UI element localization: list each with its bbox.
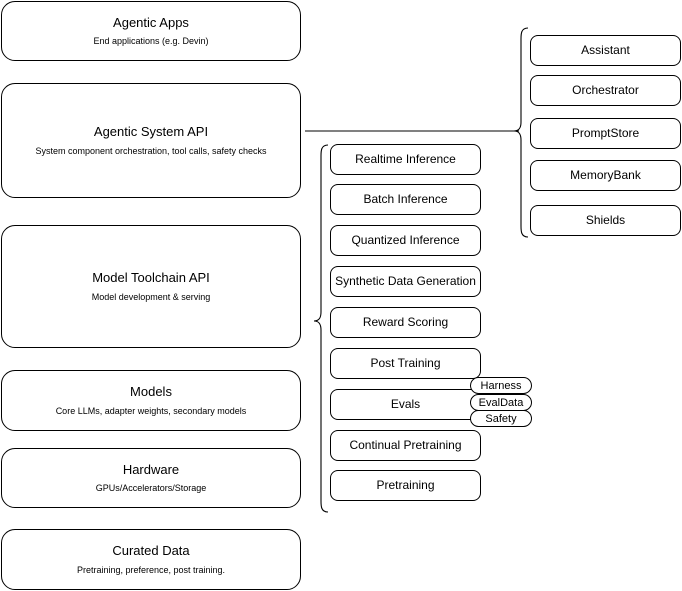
capability-quantized-inference[interactable]: Quantized Inference bbox=[330, 225, 481, 256]
eval-tag-label: Harness bbox=[480, 379, 522, 392]
capability-label: Pretraining bbox=[376, 478, 435, 492]
layer-agentic-system-api[interactable]: Agentic System API System component orch… bbox=[1, 83, 301, 198]
component-assistant[interactable]: Assistant bbox=[530, 35, 681, 66]
layer-title: Agentic Apps bbox=[113, 14, 189, 30]
component-label: Assistant bbox=[581, 43, 630, 57]
capability-label: Synthetic Data Generation bbox=[335, 274, 476, 288]
eval-tag-safety[interactable]: Safety bbox=[470, 410, 532, 427]
capability-label: Post Training bbox=[370, 356, 441, 370]
layer-hardware[interactable]: Hardware GPUs/Accelerators/Storage bbox=[1, 448, 301, 508]
layer-subtitle: System component orchestration, tool cal… bbox=[35, 145, 267, 156]
capability-reward-scoring[interactable]: Reward Scoring bbox=[330, 307, 481, 338]
capability-evals[interactable]: Evals bbox=[330, 389, 481, 420]
component-shields[interactable]: Shields bbox=[530, 205, 681, 236]
capability-label: Evals bbox=[390, 397, 421, 411]
layer-title: Agentic System API bbox=[93, 124, 209, 140]
layer-title: Model Toolchain API bbox=[92, 270, 210, 286]
layer-subtitle: Model development & serving bbox=[91, 291, 211, 302]
capability-post-training[interactable]: Post Training bbox=[330, 348, 481, 379]
eval-tag-label: EvalData bbox=[478, 396, 524, 409]
capability-continual-pretraining[interactable]: Continual Pretraining bbox=[330, 430, 481, 461]
layer-curated-data[interactable]: Curated Data Pretraining, preference, po… bbox=[1, 529, 301, 590]
component-orchestrator[interactable]: Orchestrator bbox=[530, 75, 681, 106]
capability-label: Continual Pretraining bbox=[349, 438, 462, 452]
toolchain-capabilities-brace bbox=[313, 144, 329, 513]
component-label: Shields bbox=[585, 213, 626, 227]
layer-title: Curated Data bbox=[112, 543, 190, 559]
eval-tag-label: Safety bbox=[485, 412, 517, 425]
capability-label: Reward Scoring bbox=[362, 315, 449, 329]
component-memorybank[interactable]: MemoryBank bbox=[530, 160, 681, 191]
eval-tag-evaldata[interactable]: EvalData bbox=[470, 394, 532, 411]
layer-subtitle: Pretraining, preference, post training. bbox=[76, 564, 226, 575]
layer-subtitle: GPUs/Accelerators/Storage bbox=[95, 483, 207, 493]
capability-realtime-inference[interactable]: Realtime Inference bbox=[330, 144, 481, 175]
layer-subtitle: Core LLMs, adapter weights, secondary mo… bbox=[55, 405, 247, 416]
capability-label: Quantized Inference bbox=[351, 233, 460, 247]
layer-title: Hardware bbox=[122, 461, 180, 477]
eval-tag-harness[interactable]: Harness bbox=[470, 377, 532, 394]
layer-models[interactable]: Models Core LLMs, adapter weights, secon… bbox=[1, 370, 301, 431]
component-promptstore[interactable]: PromptStore bbox=[530, 118, 681, 149]
capability-synthetic-data-generation[interactable]: Synthetic Data Generation bbox=[330, 266, 481, 297]
component-label: PromptStore bbox=[571, 126, 640, 140]
layer-title: Models bbox=[130, 384, 172, 400]
capability-pretraining[interactable]: Pretraining bbox=[330, 470, 481, 501]
component-label: MemoryBank bbox=[570, 168, 641, 182]
component-label: Orchestrator bbox=[572, 83, 639, 97]
layer-agentic-apps[interactable]: Agentic Apps End applications (e.g. Devi… bbox=[1, 1, 301, 61]
capability-batch-inference[interactable]: Batch Inference bbox=[330, 184, 481, 215]
system-components-brace bbox=[513, 27, 529, 238]
capability-label: Realtime Inference bbox=[355, 152, 456, 166]
layer-subtitle: End applications (e.g. Devin) bbox=[93, 36, 209, 46]
layer-model-toolchain-api[interactable]: Model Toolchain API Model development & … bbox=[1, 225, 301, 348]
capability-label: Batch Inference bbox=[363, 192, 448, 206]
